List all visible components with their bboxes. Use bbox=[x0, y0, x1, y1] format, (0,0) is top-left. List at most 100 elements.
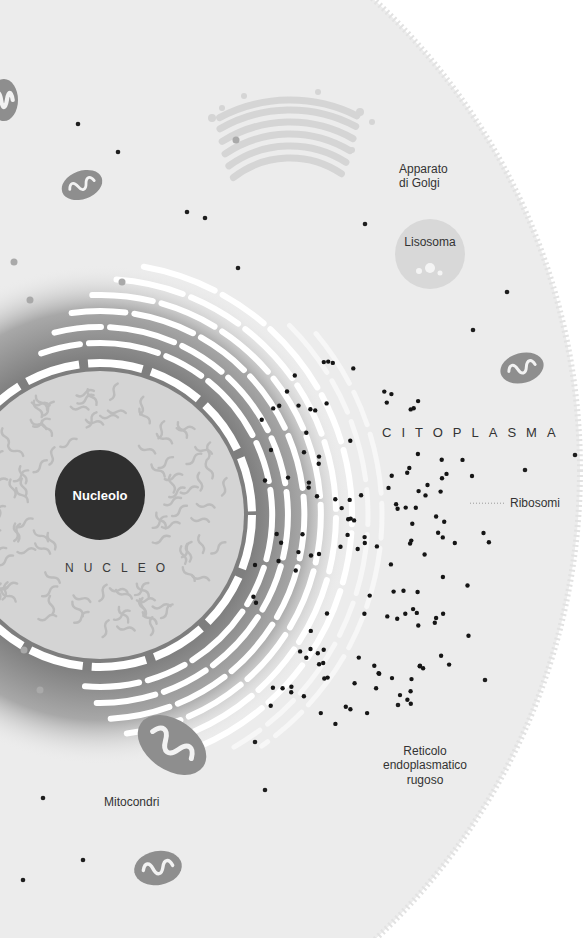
nucleolus-node: Nucleolo bbox=[55, 450, 145, 540]
ribosome-dot bbox=[325, 675, 329, 679]
ribosome-dot bbox=[359, 493, 363, 497]
mitochondrion-crista bbox=[508, 360, 537, 377]
chromatin-strand bbox=[17, 518, 33, 527]
chromatin-strand bbox=[159, 457, 173, 468]
nucleolus-body bbox=[55, 450, 145, 540]
chromatin-strand bbox=[49, 447, 54, 464]
ribosome-dot bbox=[357, 655, 361, 659]
ribosome-dot bbox=[414, 506, 418, 510]
ribosome-dot bbox=[438, 489, 442, 493]
leader-line bbox=[470, 503, 505, 504]
chromatin-strand bbox=[183, 567, 195, 581]
ribosome-dot bbox=[375, 544, 379, 548]
ribosome-dot bbox=[333, 722, 337, 726]
ribosome-dot bbox=[319, 711, 323, 715]
mitochondrion bbox=[131, 847, 184, 889]
grey-granule bbox=[11, 259, 18, 266]
ribosome-dot bbox=[315, 494, 319, 498]
ribosome-dot bbox=[439, 654, 443, 658]
ribosome-dot bbox=[395, 507, 399, 511]
ribosome-dot bbox=[307, 480, 311, 484]
ribosome-dot bbox=[356, 547, 360, 551]
ribosome-dot bbox=[322, 648, 326, 652]
ribosome-dot bbox=[416, 399, 420, 403]
ribosome-dot bbox=[271, 406, 275, 410]
chromatin-strand bbox=[32, 403, 50, 406]
ribosome-dot bbox=[470, 474, 474, 478]
chromatin-strand bbox=[150, 617, 153, 635]
ribosome-dot bbox=[408, 689, 412, 693]
ribosome-dot bbox=[447, 662, 451, 666]
chromatin-strand bbox=[110, 588, 128, 592]
chromatin-strand bbox=[162, 522, 180, 528]
ribosome-dot bbox=[325, 611, 329, 615]
mitochondrion bbox=[0, 79, 18, 121]
ribosome-dot bbox=[348, 439, 352, 443]
ribosome-dot bbox=[423, 493, 427, 497]
chromatin-strand bbox=[74, 612, 88, 623]
mitochondrion bbox=[57, 165, 106, 206]
ribosome-dot bbox=[440, 476, 444, 480]
ribosome-dot bbox=[403, 612, 407, 616]
ribosome-dot bbox=[425, 483, 429, 487]
ribosome-dot bbox=[275, 532, 279, 536]
chromatin-strand bbox=[0, 584, 1, 602]
ribosome-dot bbox=[409, 702, 413, 706]
golgi-cisterna bbox=[229, 146, 346, 166]
ribosome-dot bbox=[415, 590, 419, 594]
mitochondrion bbox=[127, 703, 218, 788]
ribosome-dot bbox=[286, 475, 290, 479]
ribosome-dot bbox=[441, 612, 445, 616]
chromatin-strand bbox=[222, 478, 227, 495]
golgi-apparatus bbox=[208, 89, 375, 178]
ribosome-dot bbox=[251, 595, 255, 599]
chromatin-strand bbox=[34, 530, 48, 541]
golgi-cisterna bbox=[222, 122, 353, 141]
organelle-label: Ribosomi bbox=[510, 496, 560, 510]
mitochondrion-crista bbox=[142, 860, 173, 877]
mitochondria bbox=[0, 79, 547, 889]
ribosome-dot bbox=[409, 407, 413, 411]
chromatin-strand bbox=[42, 421, 52, 436]
chromatin-strand bbox=[117, 627, 135, 631]
chromatin-strand bbox=[0, 530, 1, 538]
nucleoplasm bbox=[0, 371, 244, 659]
chromatin-strand bbox=[3, 582, 8, 599]
chromatin-strand bbox=[42, 586, 57, 596]
ribosome-dot bbox=[441, 575, 445, 579]
ribosome-dot bbox=[302, 694, 306, 698]
ribosome-dot bbox=[253, 563, 257, 567]
chromatin-strand bbox=[153, 516, 167, 528]
cytoplasm-dot bbox=[185, 210, 190, 215]
chromatin-strand bbox=[153, 536, 170, 543]
ribosome-dot bbox=[352, 681, 356, 685]
ribosome-dot bbox=[415, 611, 419, 615]
golgi-vesicle bbox=[349, 147, 355, 153]
grey-granule bbox=[233, 137, 240, 144]
cytoplasm-dot bbox=[505, 290, 510, 295]
chromatin-strand bbox=[178, 422, 187, 438]
ribosome-dot bbox=[338, 545, 342, 549]
cytoplasm-dot bbox=[76, 122, 81, 127]
chromatin-strand bbox=[164, 497, 181, 505]
ribosome-dot bbox=[254, 601, 258, 605]
chromatin-strand bbox=[16, 488, 28, 502]
ribosome-dot bbox=[269, 448, 273, 452]
mitochondrion-crista bbox=[0, 93, 13, 107]
ribosome-dot bbox=[434, 616, 438, 620]
ribosome-dot bbox=[293, 373, 297, 377]
ribosome-dot bbox=[376, 671, 380, 675]
ribosome-dot bbox=[317, 462, 321, 466]
ribosome-dot bbox=[416, 489, 420, 493]
ribosome-dot bbox=[308, 647, 312, 651]
chromatin-strand bbox=[116, 590, 132, 599]
ribosome-dot bbox=[390, 676, 394, 680]
chromatin-strand bbox=[14, 524, 20, 542]
ribosome-dot bbox=[436, 531, 440, 535]
mitochondrion-membrane bbox=[497, 348, 547, 388]
golgi-cisterna bbox=[233, 158, 341, 177]
golgi-vesicle bbox=[208, 114, 216, 122]
chromatin-strand bbox=[45, 572, 60, 583]
ribosome-dot bbox=[408, 541, 412, 545]
